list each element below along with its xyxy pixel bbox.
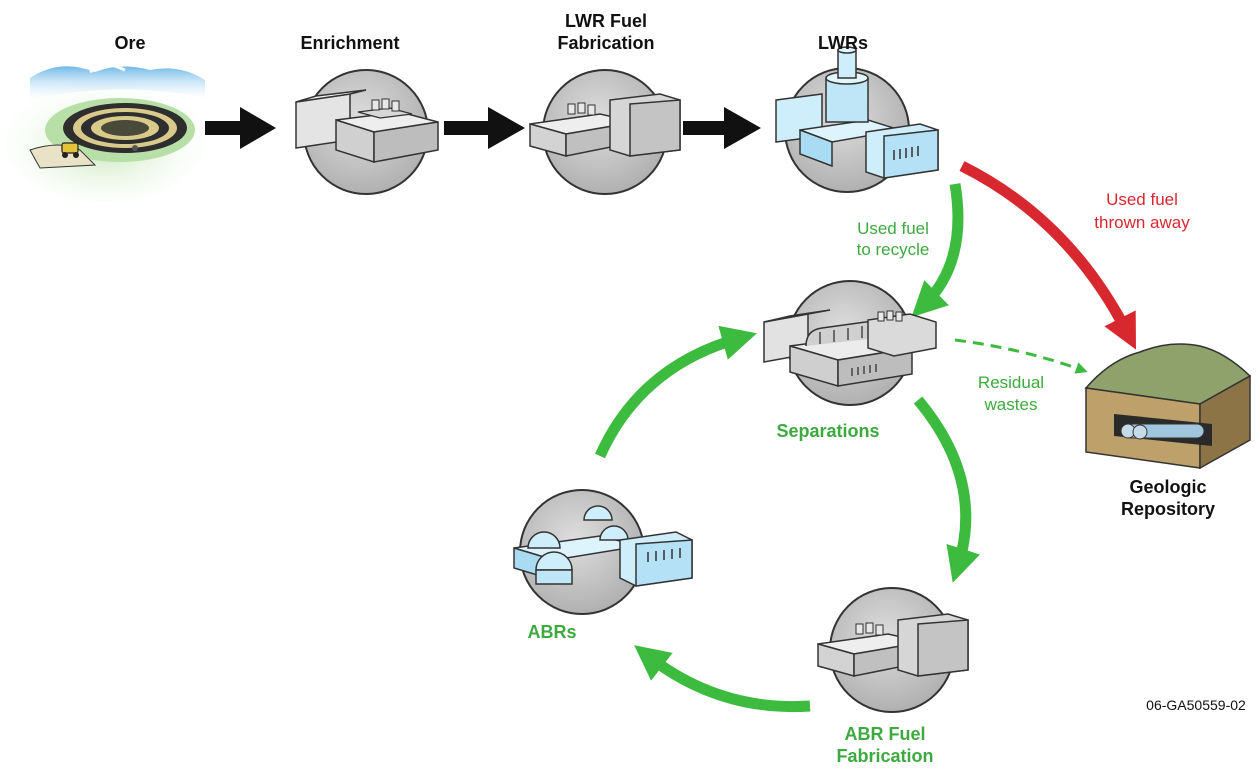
residual-wastes-arrow xyxy=(954,338,1088,374)
separations-plant-icon xyxy=(763,280,937,406)
residual-wastes-line2: wastes xyxy=(984,395,1038,414)
used-fuel-recycle-line2: to recycle xyxy=(857,240,930,259)
reference-code: 06-GA50559-02 xyxy=(1146,697,1246,713)
enrichment-label: Enrichment xyxy=(300,33,399,53)
abr-fuel-fabrication-label-line2: Fabrication xyxy=(836,746,933,766)
residual-wastes-line1: Residual xyxy=(978,373,1044,392)
abrs-to-separations-arrow xyxy=(594,325,757,459)
used-fuel-recycle-line1: Used fuel xyxy=(857,219,929,238)
used-fuel-to-recycle-arrow xyxy=(911,183,964,318)
ore-label: Ore xyxy=(114,33,145,53)
enrichment-plant-icon xyxy=(295,69,439,195)
lwr-fuel-fabrication-label-line2: Fabrication xyxy=(557,33,654,53)
separations-to-abr-fuel-fabrication-arrow xyxy=(913,396,981,583)
abr-reactor-icon xyxy=(513,489,693,615)
abr-fuel-fabrication-to-abrs-arrow xyxy=(634,645,811,713)
fuel-fabrication-plant-icon xyxy=(529,69,681,195)
mine-icon xyxy=(5,60,205,202)
used-fuel-thrown-away-arrow xyxy=(959,161,1136,350)
lwrs-label: LWRs xyxy=(818,33,868,53)
geologic-repository-label-line2: Repository xyxy=(1121,499,1215,519)
separations-label: Separations xyxy=(776,421,879,441)
lwr-fuel-fabrication-label-line1: LWR Fuel xyxy=(565,11,647,31)
abrs-label: ABRs xyxy=(527,622,576,642)
ore-to-enrichment-arrow xyxy=(205,107,276,149)
used-fuel-thrown-line1: Used fuel xyxy=(1106,190,1178,209)
geologic-repository-icon xyxy=(1084,343,1252,470)
abr-fuel-fabrication-icon xyxy=(817,587,969,713)
abr-fuel-fabrication-label-line1: ABR Fuel xyxy=(845,724,926,744)
enrichment-to-fabrication-arrow xyxy=(444,107,525,149)
fabrication-to-lwr-arrow xyxy=(683,107,761,149)
used-fuel-thrown-line2: thrown away xyxy=(1094,213,1190,232)
geologic-repository-label-line1: Geologic xyxy=(1129,477,1206,497)
lwr-reactor-icon xyxy=(775,46,939,193)
